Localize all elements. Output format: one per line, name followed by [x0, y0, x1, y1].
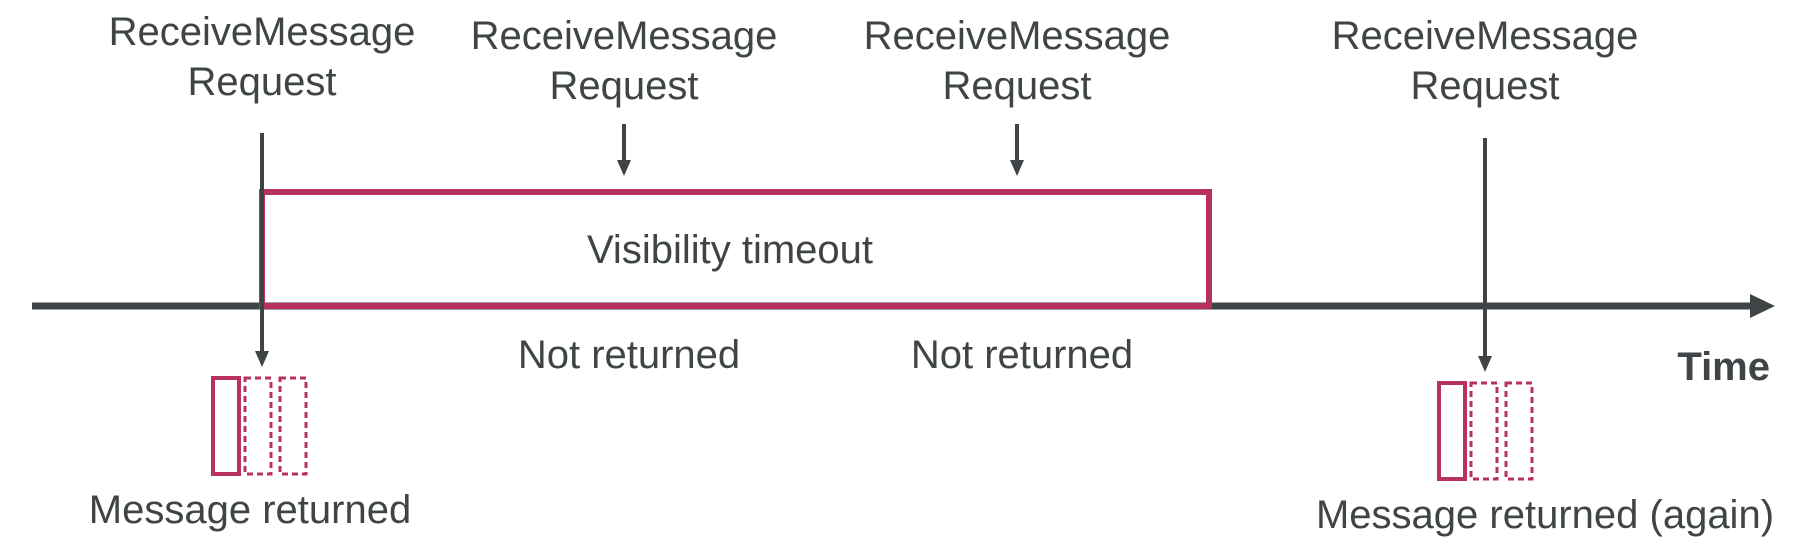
message-icon-again: [1437, 381, 1534, 481]
message-returned-label: Message returned: [88, 488, 412, 532]
request-label-3: ReceiveMessage Request: [847, 11, 1187, 111]
time-axis-label: Time: [1677, 345, 1770, 389]
not-returned-label-2: Not returned: [910, 333, 1134, 377]
request-label-1: ReceiveMessage Request: [92, 7, 432, 107]
request-label-1-line1: ReceiveMessage: [108, 10, 416, 54]
request-label-1-line2: Request: [187, 60, 337, 104]
request-label-4: ReceiveMessage Request: [1315, 11, 1655, 111]
request-label-2-line1: ReceiveMessage: [470, 14, 778, 58]
request-label-4-line1: ReceiveMessage: [1331, 14, 1639, 58]
request-label-3-line1: ReceiveMessage: [863, 14, 1171, 58]
message-returned-again-label: Message returned (again): [1315, 493, 1775, 537]
visibility-timeout-label: Visibility timeout: [586, 228, 874, 272]
request-label-4-line2: Request: [1410, 64, 1560, 108]
request-arrow-3-head: [1010, 160, 1024, 176]
request-arrow-1-head: [255, 351, 269, 367]
request-arrow-4-head: [1478, 356, 1492, 372]
not-returned-label-1: Not returned: [517, 333, 741, 377]
request-arrow-2-head: [617, 160, 631, 176]
request-label-2: ReceiveMessage Request: [454, 11, 794, 111]
message-icon: [211, 376, 308, 476]
time-axis-arrowhead: [1750, 294, 1775, 318]
request-label-3-line2: Request: [942, 64, 1092, 108]
request-label-2-line2: Request: [549, 64, 699, 108]
